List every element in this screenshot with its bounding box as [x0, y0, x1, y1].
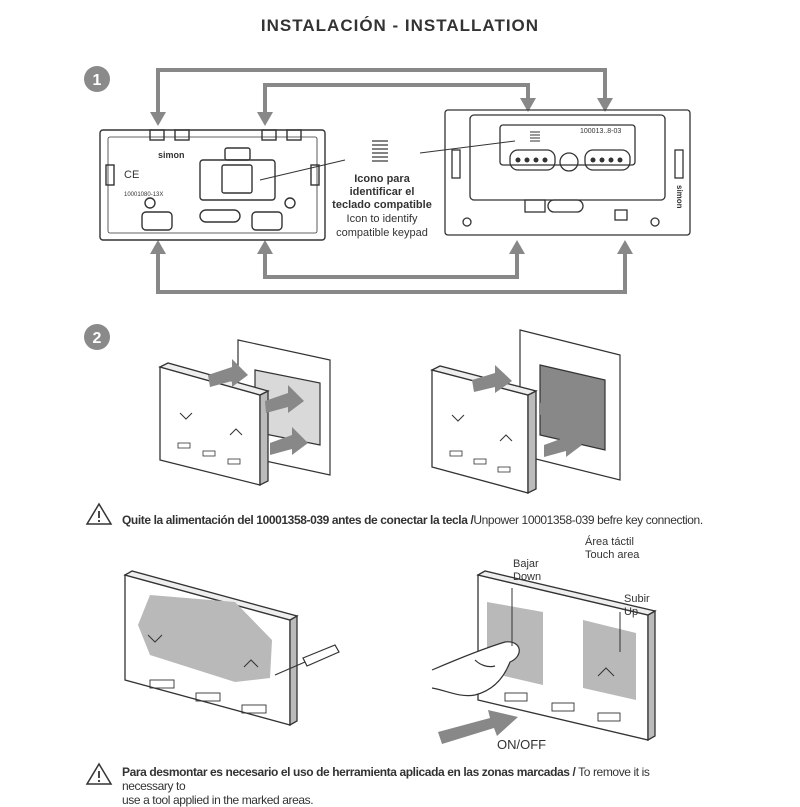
removal-zone [138, 595, 272, 682]
insert-arrows-right [472, 365, 582, 457]
keypad-front-left [158, 362, 270, 487]
onoff-label: ON/OFF [497, 737, 547, 752]
icon-label: Icono para identificar el teclado compat… [332, 173, 432, 239]
keypad-code: 10001080-13X [124, 192, 163, 198]
svg-text:teclado compatible: teclado compatible [332, 199, 432, 211]
step2-diagram: 2 [84, 324, 621, 495]
power-terminals [515, 157, 623, 163]
touch-zone-up [583, 620, 636, 700]
warning-icon-2 [85, 762, 113, 785]
hand-icon [431, 641, 520, 697]
touch-leader-lines [511, 588, 621, 652]
page-title: INSTALACIÓN - INSTALLATION [260, 16, 540, 35]
keypad-brand: simon [158, 150, 185, 160]
touch-diagram [123, 570, 657, 744]
svg-text:compatible keypad: compatible keypad [336, 227, 428, 239]
svg-text:Icon to identify: Icon to identify [347, 213, 418, 225]
keypad-removal-view [123, 570, 299, 727]
step2-badge: 2 [84, 324, 110, 350]
top-arrowheads [150, 98, 613, 126]
screwdriver-icon [274, 644, 340, 676]
module-compat-icon [530, 131, 540, 142]
bottom-connector-arrows [156, 250, 627, 294]
onoff-arrow [438, 710, 518, 744]
warning-text-1: Quite la alimentación del 10001358-039 a… [122, 513, 703, 527]
insert-arrows-left [208, 359, 308, 455]
svg-text:2: 2 [93, 330, 102, 347]
keypad-compat-icon [372, 140, 388, 162]
svg-text:Icono para: Icono para [354, 173, 411, 185]
keypad-back [99, 129, 326, 241]
step1-badge: 1 [84, 66, 110, 92]
module-brand: simon [675, 185, 684, 209]
top-connector-arrows [156, 68, 607, 120]
keypad-front-right [430, 365, 538, 495]
icon-pointer-lines [259, 140, 516, 181]
svg-text:identificar el: identificar el [350, 186, 415, 198]
power-module [444, 109, 691, 236]
step1-diagram: 1 simon CE [84, 66, 691, 294]
step1-number: 1 [93, 72, 102, 89]
warning-text-2: Para desmontar es necesario el uso de he… [122, 765, 650, 807]
module-code: 100013..8-03 [580, 128, 621, 135]
warning-icon [85, 502, 113, 525]
bottom-arrowheads [150, 240, 633, 254]
ce-mark: CE [124, 169, 139, 181]
